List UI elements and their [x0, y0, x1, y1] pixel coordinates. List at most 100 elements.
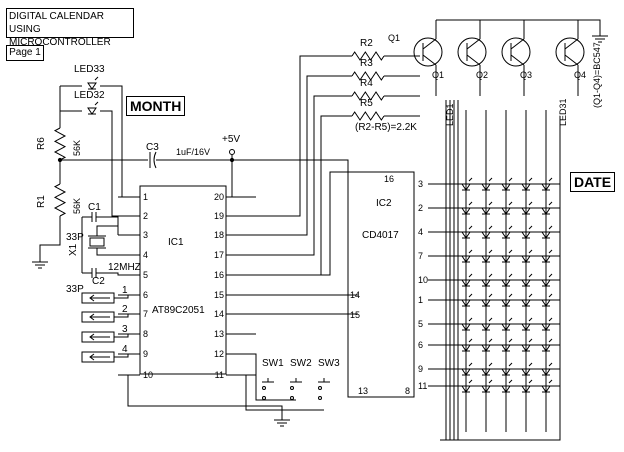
switch-connector [81, 292, 115, 304]
q1-label: Q1 [388, 33, 400, 43]
led-symbol [468, 293, 473, 298]
r1-value: 56K [72, 198, 82, 214]
led-symbol [488, 362, 493, 367]
month-led-wire [100, 85, 140, 198]
ic1-pin-number: 13 [214, 329, 224, 339]
led-symbol [468, 249, 473, 254]
led-symbol [468, 201, 473, 206]
wire [114, 333, 140, 338]
led-symbol [501, 255, 511, 263]
ic1-pin-number: 2 [143, 211, 148, 221]
wire [114, 353, 140, 358]
wire [156, 159, 349, 172]
led-symbol [541, 385, 551, 393]
led-symbol [528, 249, 533, 254]
resistor-label: R5 [360, 98, 373, 109]
ic1-pin-number: 15 [214, 290, 224, 300]
led-symbol [508, 249, 513, 254]
resistor-r2 [351, 51, 385, 61]
capacitor-c3 [153, 151, 157, 169]
led-symbol [468, 338, 473, 343]
led-symbol [508, 338, 513, 343]
led-symbol [528, 273, 533, 278]
led-symbol [461, 323, 471, 331]
wire [96, 248, 140, 256]
port-wire [256, 55, 352, 217]
led-symbol [508, 225, 513, 230]
transistor-label: Q2 [476, 70, 488, 80]
resistor-r6 [53, 127, 67, 161]
led-symbol [528, 177, 533, 182]
wire [114, 313, 140, 318]
led-symbol [488, 201, 493, 206]
wire [114, 294, 140, 299]
led-symbol [528, 338, 533, 343]
ic2-pin-number: 1 [418, 295, 423, 305]
pushbutton-sw2 [290, 396, 294, 400]
wire [96, 272, 140, 276]
ic1-pin-number: 3 [143, 230, 148, 240]
led-symbol [541, 368, 551, 376]
led-symbol [548, 177, 553, 182]
ic1-pin-number: 10 [143, 370, 153, 380]
ic2-pin-number: 13 [358, 386, 368, 396]
led-symbol [481, 299, 491, 307]
led-symbol [461, 255, 471, 263]
led-symbol [508, 379, 513, 384]
led-symbol [548, 379, 553, 384]
transistor-note: (Q1-Q4)=BC547 [592, 42, 602, 108]
ic2-pin-number: 15 [350, 310, 360, 320]
ic2-pin-number: 14 [350, 290, 360, 300]
led-symbol [468, 379, 473, 384]
resistor-label: R4 [360, 78, 373, 89]
switch-connector-label: 1 [122, 285, 128, 296]
ic1-ref: IC1 [168, 237, 184, 248]
led-symbol [481, 344, 491, 352]
led-symbol [488, 293, 493, 298]
ic1-pin-number: 7 [143, 309, 148, 319]
c3-label: C3 [146, 142, 159, 153]
switch-connector-label: 2 [122, 304, 128, 315]
switch-connector-label: 4 [122, 344, 128, 355]
ic1-pin-number: 17 [214, 250, 224, 260]
led-symbol [548, 338, 553, 343]
page-label: Page 1 [6, 45, 44, 61]
led-symbol [541, 231, 551, 239]
led-symbol [501, 207, 511, 215]
switch-sw3-label: SW3 [318, 358, 340, 369]
ic2-pin-number: 4 [418, 227, 423, 237]
led-symbol [461, 207, 471, 215]
switch-sw1-label: SW1 [262, 358, 284, 369]
ic1-pin-number: 11 [215, 370, 224, 380]
led-symbol [528, 379, 533, 384]
led-symbol [461, 299, 471, 307]
c2-value: 33P [66, 284, 84, 295]
led-symbol [548, 201, 553, 206]
ic1-to-ic2-wire [256, 171, 388, 276]
led-symbol [461, 231, 471, 239]
ic1-body [139, 185, 227, 375]
c1-value: 33P [66, 232, 84, 243]
led-symbol [481, 385, 491, 393]
led-symbol [501, 279, 511, 287]
led-symbol [508, 293, 513, 298]
led-symbol [481, 323, 491, 331]
led-symbol [461, 279, 471, 287]
pushbutton-sw3 [318, 386, 322, 390]
junction-dot [229, 157, 235, 163]
ic1-pin-number: 19 [214, 211, 224, 221]
led-symbol [521, 207, 531, 215]
resistor-note: (R2-R5)=2.2K [355, 122, 417, 133]
pushbutton-sw1 [262, 396, 266, 400]
led-symbol [548, 273, 553, 278]
ic1-pin-number: 1 [143, 192, 148, 202]
ic1-pin-number: 4 [143, 250, 148, 260]
transistor-q1 [422, 54, 437, 66]
switch-sw2-label: SW2 [290, 358, 312, 369]
vcc-wire [226, 155, 233, 198]
resistor-r1 [53, 183, 67, 217]
led-symbol [468, 225, 473, 230]
wire [226, 374, 324, 411]
transistor-q3 [510, 38, 525, 50]
ic2-pin-number: 3 [418, 179, 423, 189]
